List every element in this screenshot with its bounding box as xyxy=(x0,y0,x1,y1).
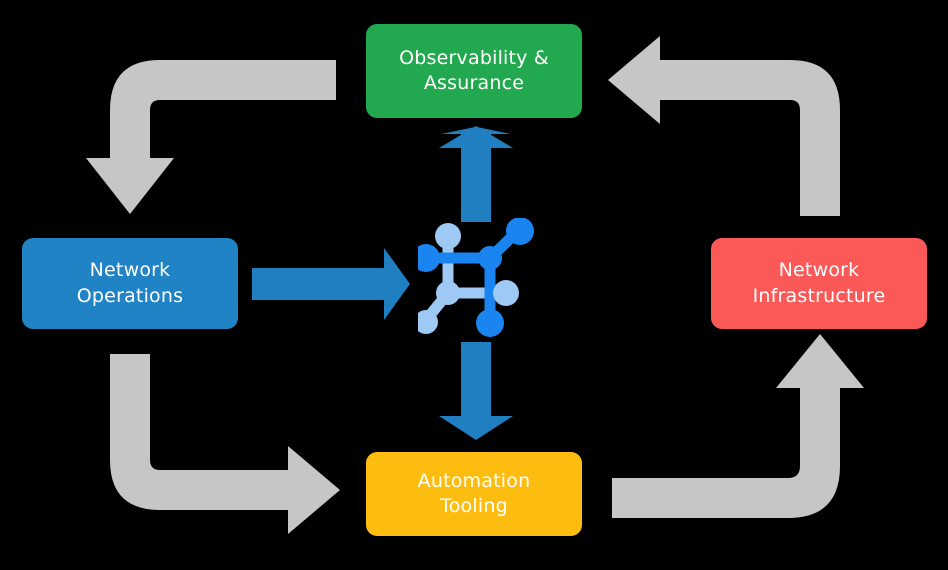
node-label-network-operations: Network Operations xyxy=(76,259,184,307)
node-network-operations[interactable]: Network Operations xyxy=(22,238,238,329)
gray-arrow-operations-to-automation xyxy=(110,354,340,534)
gray-arrow-infrastructure-to-observability xyxy=(608,36,840,216)
blue-arrow-center-to-observability xyxy=(439,126,513,222)
node-label-automation-tooling: Automation Tooling xyxy=(417,469,531,517)
node-automation-tooling[interactable]: Automation Tooling xyxy=(366,452,582,536)
gray-arrow-observability-to-operations xyxy=(86,60,336,214)
node-observability-and-assurance[interactable]: Observability & Assurance xyxy=(366,24,582,118)
node-label-network-infrastructure: Network Infrastructure xyxy=(752,259,886,307)
network-graph-light-nodes xyxy=(418,223,519,334)
network-graph-icon xyxy=(418,218,534,337)
node-network-infrastructure[interactable]: Network Infrastructure xyxy=(711,238,927,329)
node-label-observability: Observability & Assurance xyxy=(399,46,549,94)
blue-arrow-operations-to-center xyxy=(252,248,410,320)
gray-arrow-automation-to-infrastructure xyxy=(612,334,864,518)
blue-arrow-center-to-automation xyxy=(439,342,513,440)
network-graph-dark-nodes xyxy=(418,218,534,337)
